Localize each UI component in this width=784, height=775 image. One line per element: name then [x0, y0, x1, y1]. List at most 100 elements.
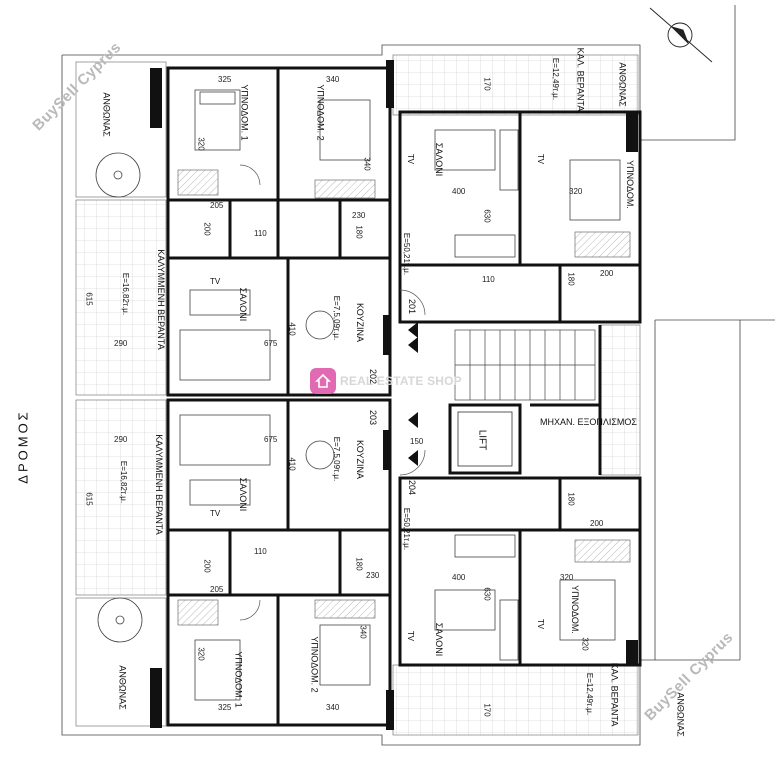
- doors: [239, 164, 426, 621]
- dim-180-top: 180: [354, 225, 364, 239]
- tv-bottom-left: TV: [210, 509, 221, 518]
- tv-right-top: TV: [406, 153, 416, 165]
- dim-410-bottom: 410: [287, 457, 297, 471]
- kitchen-bottom-area: E=7,5,09τ.μ.: [332, 436, 342, 482]
- dim-290-top: 290: [114, 339, 128, 348]
- covered-veranda-top-tiles: [75, 199, 167, 396]
- dim-400-top: 400: [452, 187, 466, 196]
- beds: [194, 89, 621, 701]
- area-right-top: E=50,21τ.μ.: [402, 232, 412, 276]
- unit-201: 201: [407, 298, 418, 315]
- dim-180-right-top: 180: [566, 272, 576, 286]
- unit-203: 203: [368, 409, 379, 426]
- dim-410-top: 410: [287, 322, 297, 336]
- bed2-top-label: ΥΠΝΟΔΟΜ. 2: [315, 84, 326, 141]
- house-icon: [310, 368, 336, 394]
- bed-right-top-label: ΥΠΝΟΔΟΜ.: [624, 160, 635, 209]
- dim-320-bottom: 320: [196, 647, 206, 661]
- tv-top-left: TV: [210, 277, 221, 286]
- dim-110-top: 110: [254, 229, 267, 238]
- bed2-bottom-label: ΥΠΝΟΔΟΜ. 2: [309, 636, 320, 693]
- dim-340-bed2: 340: [362, 157, 372, 171]
- columns: [150, 60, 638, 730]
- living-right-top-label: ΣΑΛΟΝΙ: [434, 142, 445, 177]
- dim-170-bottom: 170: [482, 703, 492, 717]
- veranda-bottom-right-label: ΚΑΛ. ΒΕΡΑΝΤΑ: [609, 662, 620, 727]
- dim-340-top: 340: [326, 75, 340, 84]
- dim-630-bottom: 630: [482, 587, 492, 601]
- dim-320-right-bed-bottom: 320: [580, 637, 590, 651]
- tv-right-bed-bottom: TV: [536, 618, 546, 630]
- center-logo: REAL ESTATE SHOP: [310, 368, 462, 394]
- unit-202: 202: [368, 368, 379, 385]
- veranda-top-right-area: E=12,49τ.μ.: [551, 57, 561, 101]
- kitchen-top-area: E=7,5,09τ.μ.: [332, 295, 342, 341]
- bed-right-bottom-label: ΥΠΝΟΔΟΜ.: [569, 585, 580, 634]
- dim-170-top: 170: [482, 77, 492, 91]
- veranda-top-right-label: ΚΑΛ. ΒΕΡΑΝΤΑ: [575, 47, 586, 112]
- dim-230-bottom: 230: [366, 571, 380, 580]
- spiral-stairs: [95, 152, 143, 643]
- dim-200-bottom: 200: [202, 559, 212, 573]
- dim-615-bottom: 615: [84, 492, 94, 506]
- corridor-tiles: [599, 324, 641, 476]
- logo-text: REAL ESTATE SHOP: [340, 374, 462, 388]
- dim-325-top: 325: [218, 75, 232, 84]
- left-edge-text: ΔΡΟΜΟΣ: [15, 409, 31, 484]
- covered-veranda-top-label: ΚΑΛΥΜΜΕΝΗ ΒΕΡΑΝΤΑ: [155, 249, 166, 350]
- unit-204: 204: [407, 479, 418, 496]
- lift-label: LIFT: [476, 429, 488, 451]
- dim-290-bottom: 290: [114, 435, 128, 444]
- dim-675-top: 675: [264, 339, 278, 348]
- dim-110-right-top: 110: [482, 275, 495, 284]
- covered-veranda-top-area: E=16,82τ.μ.: [121, 272, 131, 316]
- flower-tr-label: ΑΝΘΩΝΑΣ: [617, 62, 628, 107]
- dim-205-top: 205: [210, 201, 224, 210]
- dim-110-bottom: 110: [254, 547, 267, 556]
- furniture: [179, 129, 519, 661]
- wardrobes: [177, 169, 631, 626]
- dim-200-top: 200: [202, 222, 212, 236]
- living-right-bottom-label: ΣΑΛΟΝΙ: [434, 622, 445, 657]
- dim-320-right-bottom: 320: [560, 573, 574, 582]
- dim-615-top: 615: [84, 292, 94, 306]
- stairs: [454, 329, 596, 401]
- flower-bl-label: ΑΝΘΩΝΑΣ: [117, 665, 128, 710]
- dim-320-top: 320: [196, 137, 206, 151]
- walls: [166, 66, 642, 727]
- kitchen-bottom-label: ΚΟΥΖΙΝΑ: [354, 440, 365, 479]
- living-left-top-label: ΣΑΛΟΝΙ: [238, 287, 249, 322]
- dim-230-top: 230: [352, 211, 366, 220]
- north-arrow-icon: [649, 7, 713, 63]
- dim-180-right-bottom: 180: [566, 492, 576, 506]
- covered-veranda-bottom-tiles: [75, 399, 167, 596]
- tv-right-bed-top: TV: [536, 153, 546, 165]
- dim-340-bottom: 340: [326, 703, 340, 712]
- covered-veranda-bottom-label: ΚΑΛΥΜΜΕΝΗ ΒΕΡΑΝΤΑ: [153, 434, 164, 535]
- kitchen-top-label: ΚΟΥΖΙΝΑ: [354, 303, 365, 342]
- covered-veranda-bottom-area: E=16,82τ.μ.: [119, 460, 129, 504]
- dim-340-bed2-bottom: 340: [358, 625, 368, 639]
- bed1-bottom-label: ΥΠΝΟΔΟΜ. 1: [233, 651, 244, 708]
- dim-205-bottom: 205: [210, 585, 224, 594]
- dim-325-bottom: 325: [218, 703, 232, 712]
- tv-right-bottom: TV: [406, 630, 416, 642]
- living-left-bottom-label: ΣΑΛΟΝΙ: [238, 477, 249, 512]
- entry-arrows: [408, 322, 418, 466]
- flower-tl-label: ΑΝΘΩΝΑΣ: [101, 92, 112, 137]
- flower-br-label: ΑΝΘΩΝΑΣ: [675, 692, 686, 737]
- dim-675-bottom: 675: [264, 435, 278, 444]
- dim-180-bottom: 180: [354, 557, 364, 571]
- dim-400-bottom: 400: [452, 573, 466, 582]
- dim-200-right-top: 200: [600, 269, 614, 278]
- dim-200-right-bottom: 200: [590, 519, 604, 528]
- veranda-tr-tiles: [392, 54, 639, 116]
- veranda-bottom-right-area: E=12,49τ.μ.: [585, 672, 595, 716]
- bed1-top-label: ΥΠΝΟΔΟΜ. 1: [239, 84, 250, 141]
- dim-630-top: 630: [482, 209, 492, 223]
- lift-shaft: [457, 411, 513, 467]
- mech-label-line1: ΜΗΧΑΝ. ΕΞΟΠΛΙΣΜΟΣ: [540, 417, 637, 427]
- dim-150: 150: [410, 437, 424, 446]
- area-right-bottom: E=50,21τ.μ.: [402, 507, 412, 551]
